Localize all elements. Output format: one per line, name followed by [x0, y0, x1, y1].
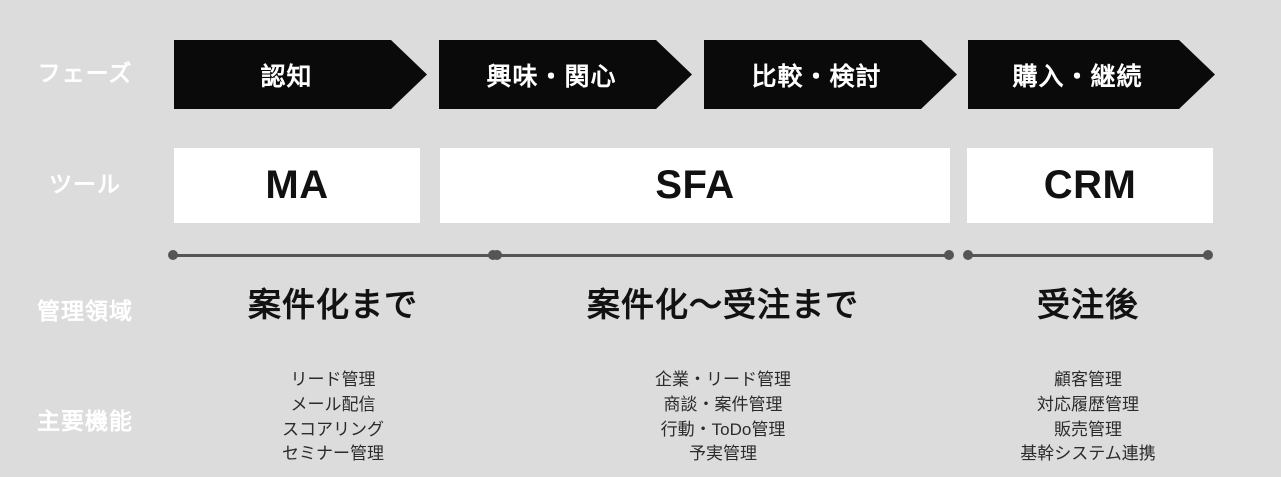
tool-box-crm: CRM — [967, 148, 1213, 223]
feature-item: 企業・リード管理 — [655, 370, 791, 389]
feature-item: スコアリング — [282, 419, 384, 439]
phase-arrow-awareness: 認知 — [174, 40, 427, 109]
phase-arrow-label: 興味・関心 — [486, 62, 617, 91]
feature-item: 行動・ToDo管理 — [660, 419, 786, 439]
management-area-ma: 案件化まで — [248, 286, 418, 323]
feature-item: 販売管理 — [1054, 419, 1122, 439]
phase-arrow-interest: 興味・関心 — [439, 40, 692, 109]
row-label-phase: フェーズ — [37, 60, 133, 86]
tool-box-label: CRM — [1043, 163, 1137, 207]
feature-item: 基幹システム連携 — [1020, 444, 1156, 464]
phase-arrow-comparison: 比較・検討 — [704, 40, 957, 109]
feature-item: メール配信 — [290, 394, 376, 414]
feature-list-ma: リード管理 メール配信 スコアリング セミナー管理 — [168, 368, 498, 467]
feature-item: リード管理 — [290, 370, 376, 389]
tool-box-label: SFA — [655, 163, 735, 207]
feature-item: 予実管理 — [689, 444, 757, 464]
range-connector-ma — [168, 250, 498, 260]
connector-bar — [172, 254, 494, 257]
phase-arrow-label: 比較・検討 — [751, 62, 882, 91]
row-label-tool: ツール — [49, 171, 121, 197]
management-area-sfa: 案件化〜受注まで — [587, 286, 859, 323]
phase-arrow-purchase: 購入・継続 — [968, 40, 1215, 109]
phase-arrow-label: 認知 — [260, 62, 313, 91]
tool-box-sfa: SFA — [440, 148, 950, 223]
dot-icon — [1203, 250, 1213, 260]
row-label-management-area: 管理領域 — [37, 298, 133, 324]
feature-item: セミナー管理 — [282, 444, 384, 464]
connector-bar — [496, 254, 950, 257]
feature-item: 商談・案件管理 — [663, 394, 783, 414]
tool-box-ma: MA — [174, 148, 420, 223]
connector-bar — [967, 254, 1209, 257]
management-area-crm: 受注後 — [1037, 286, 1139, 323]
feature-list-crm: 顧客管理 対応履歴管理 販売管理 基幹システム連携 — [963, 368, 1213, 467]
phase-arrow-label: 購入・継続 — [1012, 62, 1143, 91]
range-connector-sfa — [492, 250, 954, 260]
dot-icon — [944, 250, 954, 260]
row-label-main-features: 主要機能 — [37, 408, 133, 434]
feature-item: 対応履歴管理 — [1037, 394, 1139, 414]
feature-list-sfa: 企業・リード管理 商談・案件管理 行動・ToDo管理 予実管理 — [492, 368, 954, 467]
tool-box-label: MA — [265, 163, 329, 207]
range-connector-crm — [963, 250, 1213, 260]
feature-item: 顧客管理 — [1054, 370, 1122, 389]
